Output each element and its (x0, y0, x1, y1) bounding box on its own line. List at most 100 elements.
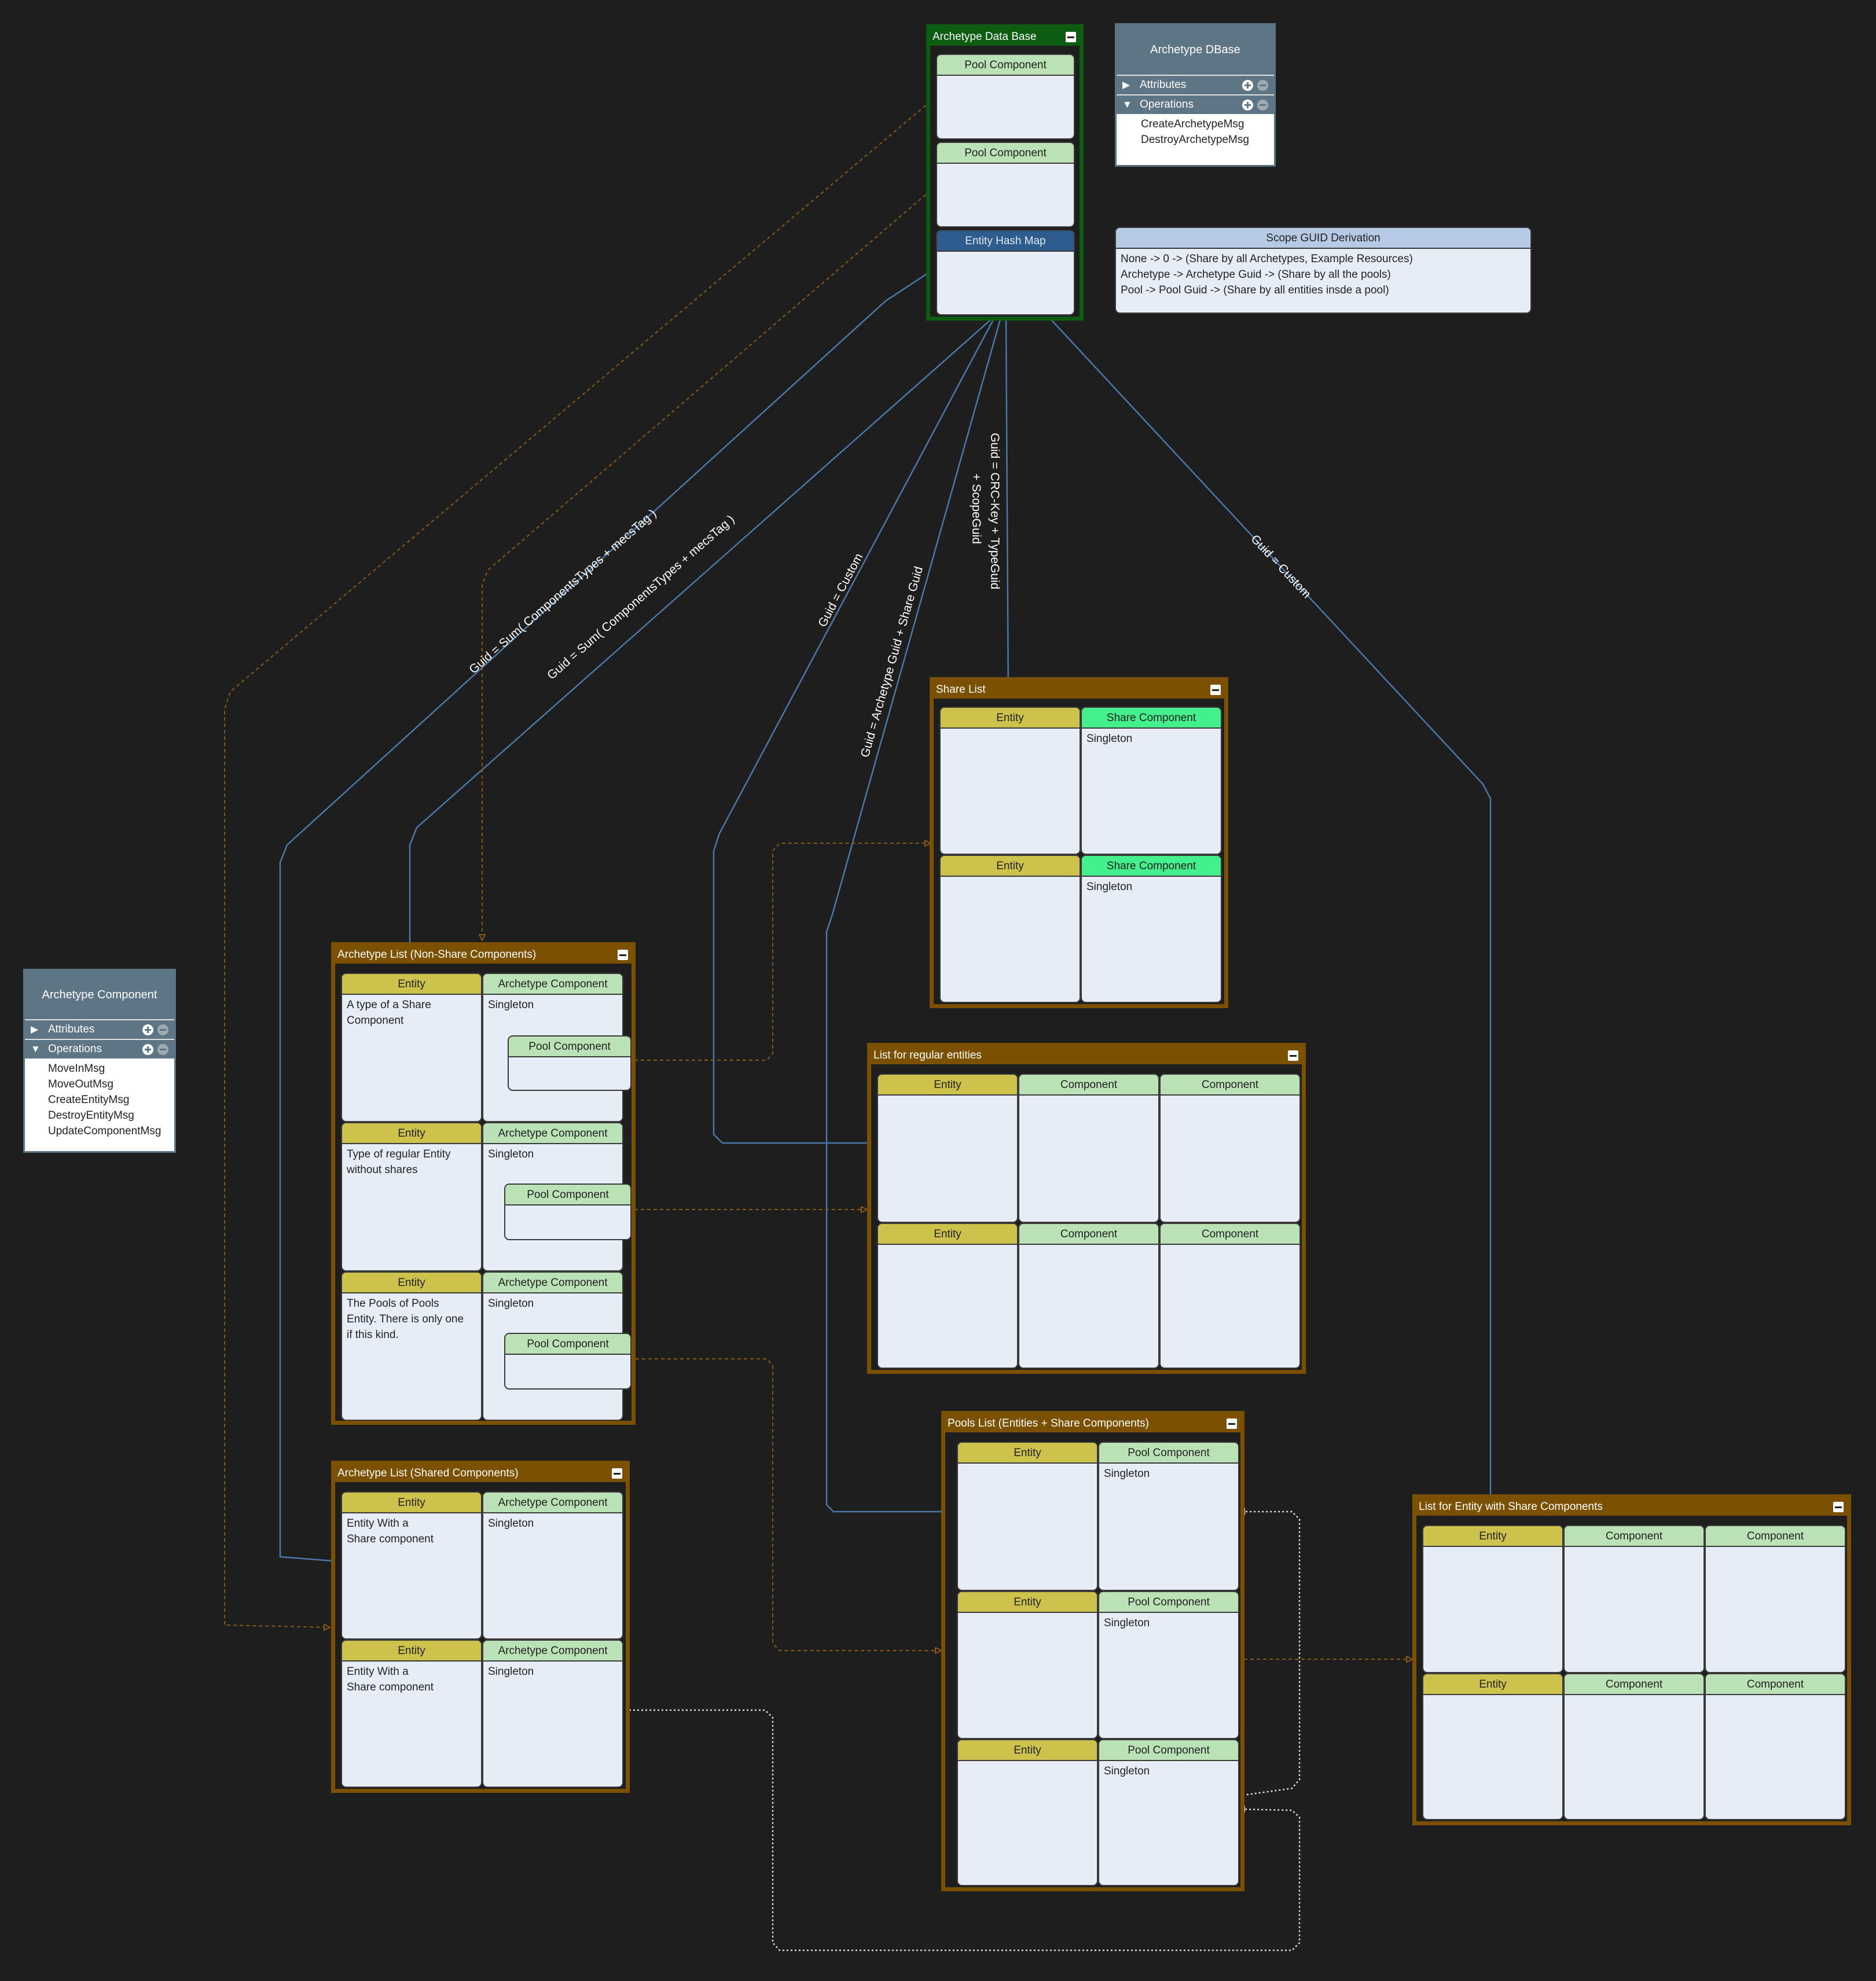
archetype-list-nonshare-group[interactable]: Archetype List (Non-Share Components) En… (331, 942, 636, 1425)
expand-triangle-icon[interactable]: ▶ (31, 1024, 39, 1035)
collapse-icon[interactable] (1833, 1502, 1844, 1512)
archetype-component-class[interactable]: Archetype Component ▶ Attributes ▼ Opera… (23, 969, 176, 1153)
remove-icon[interactable] (157, 1044, 168, 1055)
pool-component-node[interactable]: Pool Component Singleton (1098, 1442, 1239, 1591)
edge-db-to-pools-list (825, 315, 1001, 1512)
archetype-list-shared-title: Archetype List (Shared Components) (335, 1465, 626, 1482)
collapse-triangle-icon[interactable]: ▼ (1122, 99, 1132, 110)
add-icon[interactable] (142, 1024, 153, 1035)
operation-item[interactable]: MoveInMsg (48, 1063, 105, 1075)
add-icon[interactable] (1242, 100, 1253, 111)
share-component-node[interactable]: Share Component Singleton (1081, 855, 1222, 1003)
collapse-icon[interactable] (1210, 685, 1221, 695)
component-node[interactable]: Component (1563, 1673, 1705, 1820)
node-header: Pool Component (509, 1037, 630, 1057)
entity-node[interactable]: Entity (1422, 1525, 1563, 1673)
add-icon[interactable] (142, 1044, 153, 1055)
pool-component-node[interactable]: Pool Component Singleton (1098, 1739, 1239, 1886)
entity-node[interactable]: Entity Entity With a Share component (341, 1491, 482, 1640)
remove-icon[interactable] (157, 1024, 168, 1035)
collapse-icon[interactable] (618, 950, 628, 960)
entity-node[interactable]: Entity The Pools of Pools Entity. There … (341, 1271, 482, 1421)
node-header: Component (1565, 1674, 1704, 1695)
entity-node[interactable]: Entity (939, 707, 1081, 855)
entity-node[interactable]: Entity A type of a Share Component (341, 973, 482, 1122)
node-header: Entity (342, 974, 481, 995)
pool-component-node[interactable]: Pool Component (508, 1035, 632, 1091)
entity-node[interactable]: Entity (877, 1074, 1018, 1223)
collapse-icon[interactable] (612, 1468, 622, 1479)
attributes-label: Attributes (1140, 79, 1187, 91)
entity-node[interactable]: Entity (957, 1591, 1098, 1739)
archetype-component-node[interactable]: Archetype Component Singleton (482, 1491, 623, 1640)
operation-item[interactable]: CreateEntityMsg (48, 1094, 130, 1106)
node-header: Archetype Component (483, 974, 622, 995)
entity-node[interactable]: Entity (939, 855, 1081, 1003)
node-body: Entity With a Share component (347, 1666, 434, 1693)
operations-row[interactable]: ▼ Operations (1117, 94, 1274, 114)
add-icon[interactable] (1242, 80, 1253, 91)
attributes-row[interactable]: ▶ Attributes (25, 1019, 174, 1039)
archetype-list-shared-group[interactable]: Archetype List (Shared Components) Entit… (331, 1461, 630, 1793)
operation-item[interactable]: CreateArchetypeMsg (1141, 118, 1244, 130)
node-header: Entity (1423, 1674, 1562, 1695)
collapse-icon[interactable] (1066, 32, 1076, 42)
operations-row[interactable]: ▼ Operations (25, 1039, 174, 1059)
node-header: Entity (342, 1273, 481, 1293)
component-node[interactable]: Component (1705, 1525, 1846, 1673)
regular-entities-list-group[interactable]: List for regular entities Entity Compone… (867, 1043, 1306, 1374)
operations-label: Operations (48, 1043, 102, 1055)
node-header: Entity (342, 1641, 481, 1662)
component-node[interactable]: Component (1563, 1525, 1705, 1673)
node-header: Component (1019, 1075, 1158, 1096)
remove-icon[interactable] (1257, 100, 1268, 111)
pool-component-node-1[interactable]: Pool Component (936, 54, 1075, 139)
operation-item[interactable]: UpdateComponentMsg (48, 1125, 161, 1137)
entity-node[interactable]: Entity Entity With a Share component (341, 1640, 482, 1788)
edge-label-guid-arch-share: Guid = Archetype Guid + Share Guid (858, 565, 926, 759)
pool-component-node-2[interactable]: Pool Component (936, 142, 1075, 227)
operation-item[interactable]: DestroyEntityMsg (48, 1109, 134, 1122)
archetype-database-title: Archetype Data Base (930, 28, 1080, 46)
collapse-icon[interactable] (1288, 1050, 1298, 1061)
component-node[interactable]: Component (1018, 1223, 1159, 1369)
share-list-title: Share List (934, 681, 1224, 699)
entity-node[interactable]: Entity (877, 1223, 1018, 1369)
archetype-dbase-class[interactable]: Archetype DBase ▶ Attributes ▼ Operation… (1115, 23, 1276, 167)
remove-icon[interactable] (1257, 80, 1268, 91)
expand-triangle-icon[interactable]: ▶ (1122, 79, 1130, 90)
operation-item[interactable]: MoveOutMsg (48, 1078, 113, 1090)
share-list-group[interactable]: Share List Entity Share Component Single… (930, 677, 1228, 1008)
entity-node[interactable]: Entity (957, 1442, 1098, 1591)
operation-item[interactable]: DestroyArchetypeMsg (1141, 134, 1249, 146)
pool-component-node[interactable]: Pool Component (504, 1184, 632, 1240)
component-node[interactable]: Component (1159, 1223, 1301, 1369)
edge-pool2-to-arch-nonshare (482, 186, 936, 940)
node-body: Singleton (1104, 1765, 1150, 1777)
pools-list-title: Pools List (Entities + Share Components) (945, 1415, 1240, 1432)
component-node[interactable]: Component (1705, 1673, 1846, 1820)
node-body: Entity With a Share component (347, 1517, 434, 1545)
entity-hash-map-node[interactable]: Entity Hash Map (936, 230, 1075, 315)
component-node[interactable]: Component (1018, 1074, 1159, 1223)
node-header: Component (1161, 1224, 1299, 1245)
share-entity-list-group[interactable]: List for Entity with Share Components En… (1412, 1494, 1851, 1825)
entity-node[interactable]: Entity Type of regular Entity without sh… (341, 1122, 482, 1271)
collapse-icon[interactable] (1227, 1418, 1237, 1429)
share-component-node[interactable]: Share Component Singleton (1081, 707, 1222, 855)
attributes-row[interactable]: ▶ Attributes (1117, 75, 1274, 94)
pools-list-group[interactable]: Pools List (Entities + Share Components)… (941, 1411, 1244, 1891)
pool-component-node[interactable]: Pool Component Singleton (1098, 1591, 1239, 1739)
node-body: Singleton (488, 1517, 534, 1530)
archetype-database-group[interactable]: Archetype Data Base Pool Component Pool … (926, 24, 1084, 321)
edge-label-guid-crc-2: + ScopeGuid (970, 473, 983, 544)
edge-db-to-arch-shared (279, 272, 930, 1561)
entity-node[interactable]: Entity (957, 1739, 1098, 1886)
pool-component-node[interactable]: Pool Component (504, 1333, 632, 1390)
archetype-component-node[interactable]: Archetype Component Singleton (482, 1640, 623, 1788)
component-node[interactable]: Component (1159, 1074, 1301, 1223)
entity-node[interactable]: Entity (1422, 1673, 1563, 1820)
scope-guid-derivation-node[interactable]: Scope GUID Derivation None -> 0 -> (Shar… (1115, 227, 1532, 314)
collapse-triangle-icon[interactable]: ▼ (31, 1043, 41, 1054)
node-body: Singleton (1086, 881, 1133, 893)
